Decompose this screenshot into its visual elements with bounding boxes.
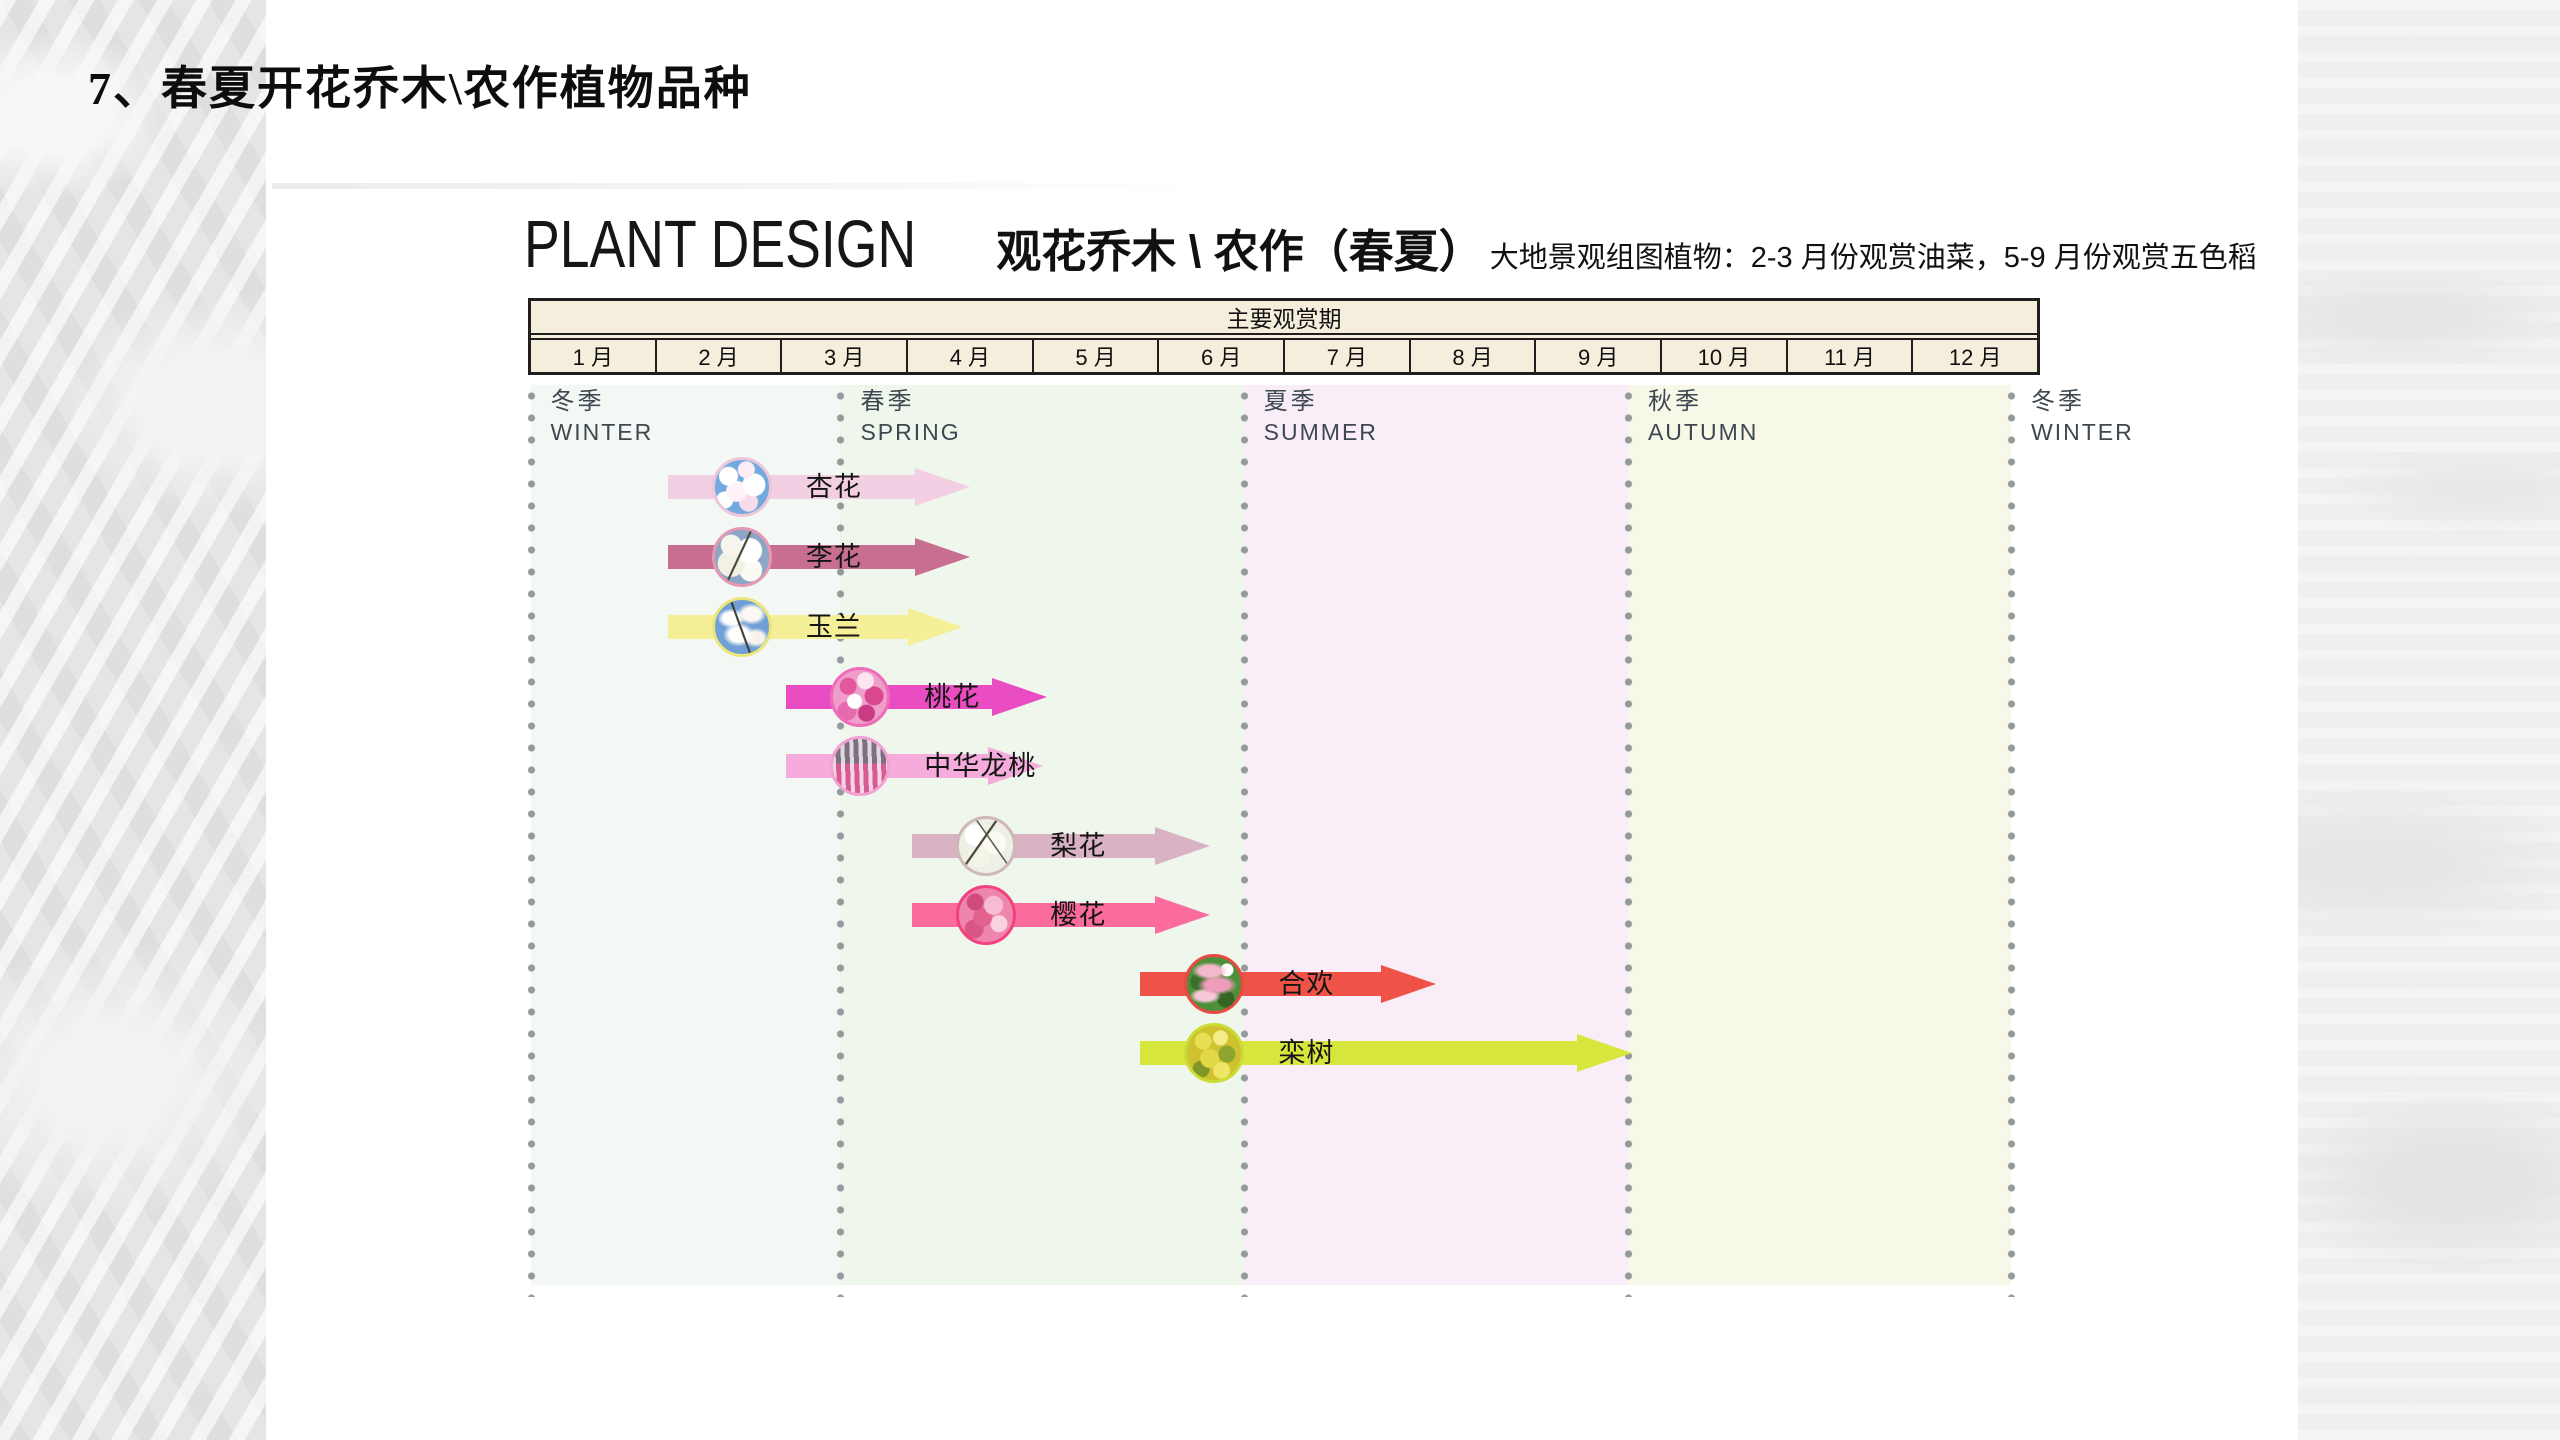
silk-tree-bar-arrow-head — [1381, 965, 1437, 1003]
apricot-blossom-bar-arrow-head — [915, 468, 971, 506]
season-label-zh: 冬季 — [550, 388, 605, 415]
month-cell: 8 月 — [1408, 340, 1535, 372]
golden-rain-tree-label: 栾树 — [1278, 1038, 1335, 1068]
season-band-winter — [530, 385, 841, 1285]
peach-blossom-bar — [786, 685, 993, 709]
pear-blossom-bar — [912, 834, 1155, 858]
pear-blossom-photo — [956, 816, 1017, 876]
silk-tree-bar — [1140, 972, 1382, 996]
magnolia-bar — [667, 615, 908, 639]
season-divider-dots — [2007, 385, 2017, 1297]
season-label-en: WINTER — [550, 419, 654, 445]
chinese-dragon-peach-bar-arrow-head — [988, 747, 1044, 785]
cherry-blossom-bar-arrow-head — [1154, 896, 1210, 934]
season-label-zh: 夏季 — [1263, 388, 1318, 415]
golden-rain-tree-bar — [1140, 1041, 1577, 1065]
season-label-spring: 春季 SPRING — [860, 387, 960, 447]
chinese-dragon-peach-bar — [786, 754, 989, 778]
season-band-winter — [2011, 385, 2040, 1285]
season-divider-dots — [1623, 385, 1633, 1297]
month-cell: 3 月 — [780, 340, 906, 372]
season-label-winter: 冬季 WINTER — [551, 387, 654, 447]
month-cell: 1 月 — [572, 345, 614, 370]
season-label-en: AUTUMN — [1647, 419, 1759, 445]
season-band-summer — [1243, 385, 1628, 1285]
peach-blossom-bar-arrow-head — [992, 678, 1048, 716]
plum-blossom-bar — [667, 545, 916, 569]
plum-blossom-photo — [711, 527, 772, 587]
chart-title-zh: 观花乔木 \ 农作（春夏） — [996, 226, 1484, 277]
month-cell: 4 月 — [906, 340, 1032, 372]
season-label-summer: 夏季 SUMMER — [1264, 387, 1378, 447]
peach-blossom-photo — [830, 667, 891, 727]
content-panel-edge — [272, 183, 1192, 189]
season-band-autumn — [1627, 385, 2011, 1285]
table-title: 主要观赏期 — [531, 301, 2037, 335]
magnolia-bar-arrow-head — [907, 608, 963, 646]
month-cell: 12 月 — [1911, 340, 2037, 372]
chinese-dragon-peach-label: 中华龙桃 — [924, 751, 1037, 781]
season-divider-dots — [526, 385, 536, 1297]
season-divider-dots — [1239, 385, 1249, 1297]
silk-tree-label: 合欢 — [1278, 969, 1335, 999]
season-label-en: SPRING — [860, 419, 961, 445]
chart-header: PLANT DESIGN 观花乔木 \ 农作（春夏） 大地景观组图植物：2-3 … — [524, 206, 2314, 283]
season-label-zh: 秋季 — [1647, 388, 1702, 415]
chart-title-en: PLANT DESIGN — [524, 207, 917, 282]
season-label-zh: 春季 — [860, 388, 915, 415]
right-painting-texture — [2298, 0, 2560, 1440]
plum-blossom-label: 李花 — [805, 542, 862, 572]
table-divider — [531, 335, 2037, 340]
season-label-autumn: 秋季 AUTUMN — [1648, 387, 1758, 447]
season-label-winter: 冬季 WINTER — [2031, 387, 2134, 447]
pear-blossom-bar-arrow-head — [1154, 827, 1210, 865]
month-cell: 7 月 — [1283, 340, 1409, 372]
month-cell: 11 月 — [1785, 340, 1912, 372]
apricot-blossom-label: 杏花 — [805, 472, 862, 502]
month-cell: 6 月 — [1157, 340, 1283, 372]
magnolia-label: 玉兰 — [805, 612, 862, 642]
peach-blossom-label: 桃花 — [924, 682, 981, 712]
cherry-blossom-bar — [912, 903, 1155, 927]
pear-blossom-label: 梨花 — [1050, 831, 1107, 861]
season-label-zh: 冬季 — [2031, 388, 2086, 415]
apricot-blossom-bar — [667, 475, 916, 499]
apricot-blossom-photo — [711, 457, 772, 517]
season-label-en: WINTER — [2031, 419, 2134, 445]
golden-rain-tree-bar-arrow-head — [1576, 1034, 1632, 1072]
silk-tree-photo — [1184, 954, 1245, 1014]
month-cell: 5 月 — [1031, 340, 1158, 372]
left-painting-texture — [0, 0, 266, 1440]
chinese-dragon-peach-photo — [830, 736, 891, 796]
plum-blossom-bar-arrow-head — [915, 538, 971, 576]
slide-title: 7、春夏开花乔木\农作植物品种 — [88, 63, 752, 114]
cherry-blossom-photo — [956, 885, 1017, 945]
magnolia-photo — [711, 597, 772, 657]
chart-title-subtitle: 大地景观组图植物：2-3 月份观赏油菜，5-9 月份观赏五色稻 — [1489, 242, 2257, 274]
month-cell: 9 月 — [1534, 340, 1660, 372]
season-label-en: SUMMER — [1263, 419, 1378, 445]
month-cell: 10 月 — [1660, 340, 1786, 372]
cherry-blossom-label: 樱花 — [1050, 900, 1107, 930]
season-divider-dots — [836, 385, 846, 1297]
golden-rain-tree-photo — [1184, 1023, 1245, 1083]
month-cell: 2 月 — [654, 340, 781, 372]
season-band-spring — [840, 385, 1244, 1285]
